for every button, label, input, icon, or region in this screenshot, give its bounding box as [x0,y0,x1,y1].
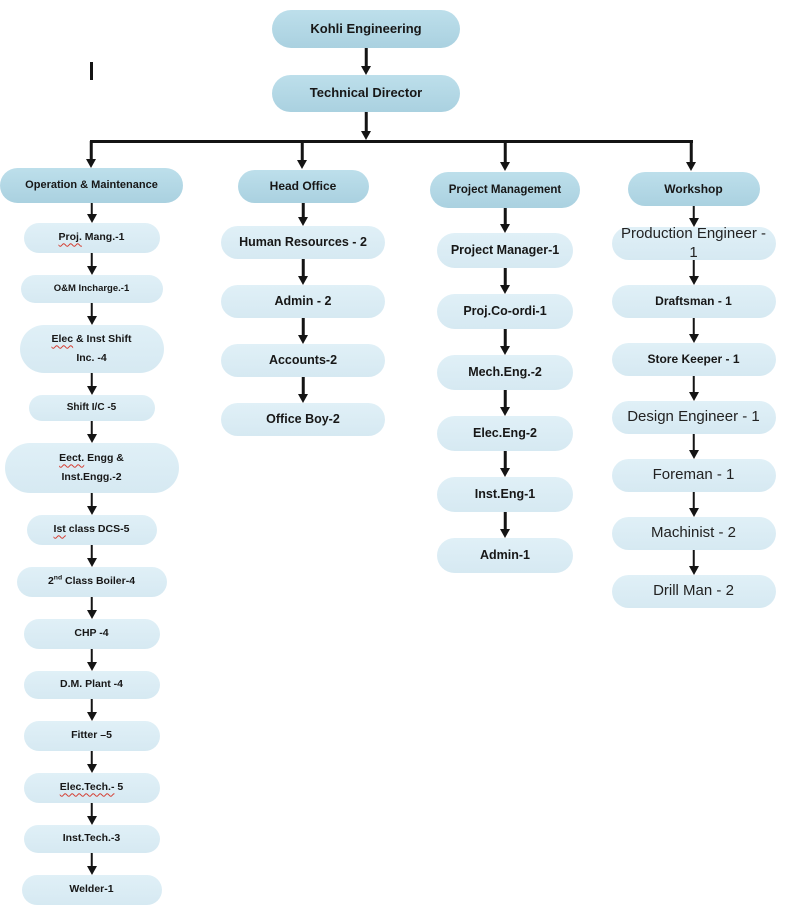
org-node-proj-mang-1: Proj. Mang.-1 [23,223,160,253]
down-arrow-icon [85,203,99,223]
connector-splitter-line [90,140,693,143]
down-arrow-icon [687,492,701,517]
org-root-node: Kohli Engineering [272,10,460,48]
down-arrow-icon [498,512,512,538]
down-arrow-icon [85,493,99,515]
branch-arrow-icon [684,141,698,171]
org-node-admin-1: Admin-1 [437,538,573,573]
down-arrow-icon [687,550,701,575]
org-node-o-m-incharge-1: O&M Incharge.-1 [20,275,163,303]
down-arrow-icon [85,253,99,275]
down-arrow-icon [296,203,310,226]
org-node-welder-1: Welder-1 [21,875,162,905]
branch-arrow-icon [498,141,512,171]
org-node-shift-i-c-5: Shift I/C -5 [28,395,155,421]
down-arrow-icon [687,434,701,459]
down-arrow-icon [498,268,512,294]
branch-arrow-icon [295,141,309,169]
org-node-eect-engg: Eect. Engg &Inst.Engg.-2 [4,443,179,493]
down-arrow-icon [85,803,99,825]
down-arrow-icon [296,377,310,403]
org-node-admin-2: Admin - 2 [221,285,385,318]
org-node-d-m-plant-4: D.M. Plant -4 [23,671,160,699]
org-node-office-boy-2: Office Boy-2 [221,403,385,436]
org-node-human-resources-2: Human Resources - 2 [221,226,385,259]
down-arrow-icon [687,206,701,227]
org-node-machinist-2: Machinist - 2 [611,517,776,550]
org-node-elec-tech-5: Elec.Tech.- 5 [23,773,160,803]
down-arrow-icon [687,260,701,285]
down-arrow-icon [85,853,99,875]
org-node-mech-eng-2: Mech.Eng.-2 [437,355,573,390]
down-arrow-icon [498,208,512,233]
org-node-store-keeper-1: Store Keeper - 1 [611,343,776,376]
stray-cursor-mark [90,62,93,80]
down-arrow-icon [85,421,99,443]
org-director-node: Technical Director [272,75,460,112]
down-arrow-icon [85,751,99,773]
org-node-foreman-1: Foreman - 1 [611,459,776,492]
org-node-inst-tech-3: Inst.Tech.-3 [23,825,160,853]
org-node-project-manager-1: Project Manager-1 [437,233,573,268]
org-node-drill-man-2: Drill Man - 2 [611,575,776,608]
org-node-inst-eng-1: Inst.Eng-1 [437,477,573,512]
down-arrow-icon [85,649,99,671]
down-arrow-icon [359,48,373,75]
down-arrow-icon [85,597,99,619]
org-node-ist-class-dcs-5: Ist class DCS-5 [26,515,157,545]
down-arrow-icon [85,699,99,721]
down-arrow-icon [85,303,99,325]
org-node-draftsman-1: Draftsman - 1 [611,285,776,318]
org-header-workshop: Workshop [627,172,760,206]
down-arrow-icon [359,112,373,140]
org-header-operation-maintenance: Operation & Maintenance [0,168,183,203]
org-node-elec-eng-2: Elec.Eng-2 [437,416,573,451]
org-node-fitter-5: Fitter –5 [23,721,160,751]
down-arrow-icon [296,259,310,285]
down-arrow-icon [85,545,99,567]
org-node-accounts-2: Accounts-2 [221,344,385,377]
down-arrow-icon [687,376,701,401]
down-arrow-icon [498,451,512,477]
down-arrow-icon [296,318,310,344]
down-arrow-icon [687,318,701,343]
org-node-chp-4: CHP -4 [23,619,160,649]
org-header-head-office: Head Office [237,170,369,203]
down-arrow-icon [498,390,512,416]
org-node-2nd-class-boiler-4: 2nd Class Boiler-4 [16,567,167,597]
down-arrow-icon [85,373,99,395]
org-node-design-engineer-1: Design Engineer - 1 [611,401,776,434]
down-arrow-icon [498,329,512,355]
branch-arrow-icon [84,141,98,168]
org-header-project-management: Project Management [430,172,580,208]
org-node-production-engineer-1: Production Engineer - 1 [611,225,776,261]
org-node-proj-co-ordi-1: Proj.Co-ordi-1 [437,294,573,329]
